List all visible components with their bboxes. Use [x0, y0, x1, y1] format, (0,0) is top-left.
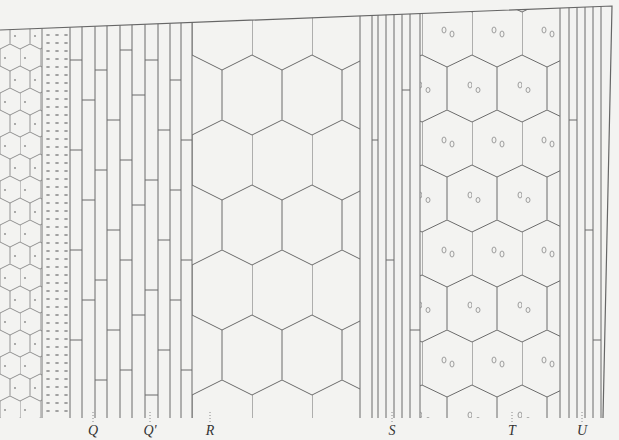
layer-letter: T: [508, 424, 516, 438]
layer-letter: S: [389, 424, 396, 438]
layer-letter: Q: [88, 424, 98, 438]
layer-letter: Q': [143, 424, 156, 438]
layer-letter: U: [577, 424, 587, 438]
layer-letter: R: [206, 424, 215, 438]
